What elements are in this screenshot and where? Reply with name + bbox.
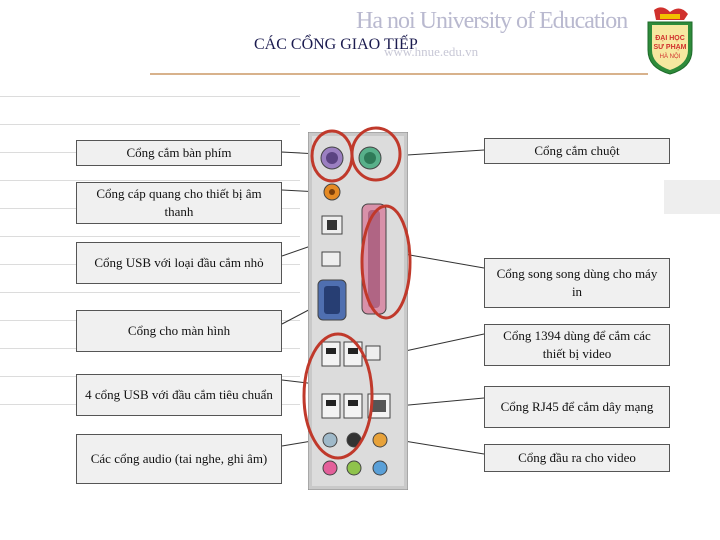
highlight-parallel-circle <box>360 204 412 320</box>
label-rj45-port: Cổng RJ45 để cắm dây mạng <box>484 386 670 428</box>
side-panel <box>664 180 720 214</box>
title-divider <box>150 73 648 75</box>
university-logo: ĐẠI HỌC SƯ PHẠM HÀ NỘI <box>647 7 693 75</box>
label-optical-audio-port: Cổng cáp quang cho thiết bị âm thanh <box>76 182 282 224</box>
label-1394-port: Cổng 1394 dùng để cắm các thiết bị video <box>484 324 670 366</box>
motherboard-back-panel <box>308 132 408 490</box>
page-title: CÁC CỔNG GIAO TIẾP <box>254 36 418 53</box>
svg-text:HÀ NỘI: HÀ NỘI <box>660 53 681 60</box>
label-keyboard-port: Cổng cắm bàn phím <box>76 140 282 166</box>
highlight-mouse-circle <box>350 126 402 182</box>
label-mouse-port: Cổng cắm chuột <box>484 138 670 164</box>
watermark: Ha noi University of Education <box>356 8 628 34</box>
keyboard-ps2-port <box>320 146 344 170</box>
highlight-usb-circle <box>302 332 374 460</box>
svg-text:SƯ PHẠM: SƯ PHẠM <box>653 44 686 51</box>
watermark-url: www.hnue.edu.vn <box>384 44 479 59</box>
label-mini-usb-port: Cổng USB với loại đầu cắm nhỏ <box>76 242 282 284</box>
label-monitor-port: Cổng cho màn hình <box>76 310 282 352</box>
label-video-out-port: Cổng đầu ra cho video <box>484 444 670 472</box>
label-parallel-port: Cổng song song dùng cho máy in <box>484 258 670 308</box>
svg-text:ĐẠI HỌC: ĐẠI HỌC <box>655 35 685 42</box>
highlight-keyboard-circle <box>310 129 354 183</box>
label-usb-standard-ports: 4 cổng USB với đầu cắm tiêu chuẩn <box>76 374 282 416</box>
mouse-ps2-port <box>358 146 382 170</box>
label-audio-ports: Các cổng audio (tai nghe, ghi âm) <box>76 434 282 484</box>
